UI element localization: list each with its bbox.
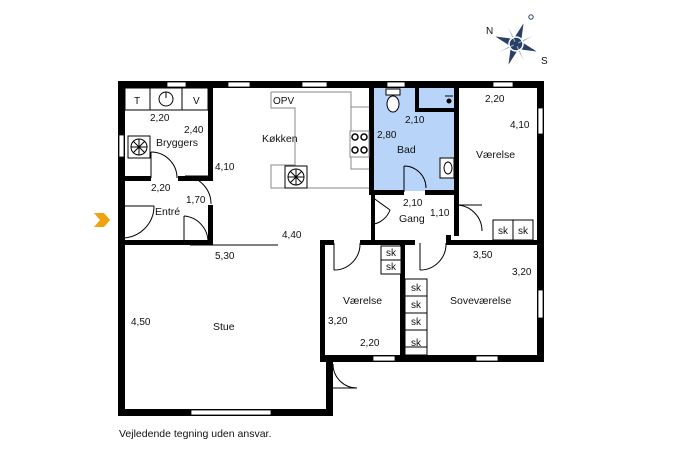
wardrobe-label-8: sk bbox=[411, 338, 422, 349]
entry-arrow-icon bbox=[94, 213, 110, 227]
wardrobe-label-7: sk bbox=[411, 317, 422, 328]
room-entre: Entré bbox=[155, 206, 180, 218]
dim-stue-width: 5,30 bbox=[215, 251, 235, 262]
wardrobe-label-1: sk bbox=[498, 226, 509, 237]
bath-sink-icon bbox=[439, 157, 455, 179]
room-vaerelse-ne: Værelse bbox=[476, 149, 515, 161]
compass-tip-dot bbox=[528, 14, 534, 20]
dim-entre-width: 2,20 bbox=[151, 183, 171, 194]
wardrobe-label-6: sk bbox=[411, 300, 422, 311]
laundry-sink-icon bbox=[158, 91, 174, 107]
toilet-icon bbox=[385, 88, 401, 113]
fan-icon-bryggers bbox=[127, 135, 151, 159]
compass-rose-icon bbox=[495, 23, 537, 65]
dim-bad-width-bottom: 2,10 bbox=[403, 198, 423, 209]
room-gang: Gang bbox=[399, 213, 425, 225]
dim-vaerelse-ne-height: 4,10 bbox=[510, 120, 530, 131]
windows bbox=[118, 81, 544, 416]
dim-sove-width: 3,50 bbox=[473, 250, 493, 261]
door-swings bbox=[121, 151, 483, 389]
fixture-opv-label: OPV bbox=[273, 96, 294, 107]
hob-icon bbox=[349, 130, 370, 158]
dim-sove-height: 3,20 bbox=[512, 267, 532, 278]
room-sovevaerelse: Soveværelse bbox=[450, 295, 511, 307]
room-vaerelse-s: Værelse bbox=[343, 295, 382, 307]
disclaimer-caption: Vejledende tegning uden ansvar. bbox=[119, 428, 272, 440]
dim-vaerelse-s-height: 3,20 bbox=[328, 316, 348, 327]
compass-n-label: N bbox=[486, 26, 493, 37]
dim-living-width: 4,40 bbox=[282, 230, 302, 241]
dim-stue-height: 4,50 bbox=[131, 317, 151, 328]
dim-bryggers-width: 2,20 bbox=[150, 113, 170, 124]
dim-vaerelse-ne-width: 2,20 bbox=[485, 94, 505, 105]
dim-bad-height: 2,80 bbox=[377, 130, 397, 141]
compass-s-label: S bbox=[541, 56, 548, 67]
fixture-v-label: V bbox=[193, 96, 200, 107]
kitchen-counter bbox=[270, 91, 369, 189]
fixture-t-label: T bbox=[134, 96, 140, 107]
interior-walls bbox=[125, 88, 544, 362]
dim-bad-width-top: 2,10 bbox=[405, 115, 425, 126]
dim-entre-height: 1,70 bbox=[186, 195, 206, 206]
room-stue: Stue bbox=[213, 321, 235, 333]
wardrobe-label-3: sk bbox=[386, 248, 397, 259]
wardrobes bbox=[380, 219, 534, 356]
wardrobe-label-5: sk bbox=[411, 283, 422, 294]
dim-gang-height: 1,10 bbox=[430, 208, 450, 219]
room-bryggers: Bryggers bbox=[156, 137, 198, 149]
shower-icon bbox=[445, 95, 453, 104]
dim-vaerelse-s-width: 2,20 bbox=[360, 338, 380, 349]
wardrobe-label-2: sk bbox=[518, 226, 529, 237]
wardrobe-label-4: sk bbox=[386, 262, 397, 273]
dim-bryggers-height: 2,40 bbox=[184, 125, 204, 136]
room-kokken: Køkken bbox=[262, 133, 298, 145]
outer-walls bbox=[118, 81, 544, 416]
fan-icon-kitchen bbox=[284, 165, 308, 189]
laundry-fixtures bbox=[124, 87, 209, 111]
room-bad: Bad bbox=[397, 144, 416, 156]
dim-kitchen-height: 4,10 bbox=[215, 162, 235, 173]
